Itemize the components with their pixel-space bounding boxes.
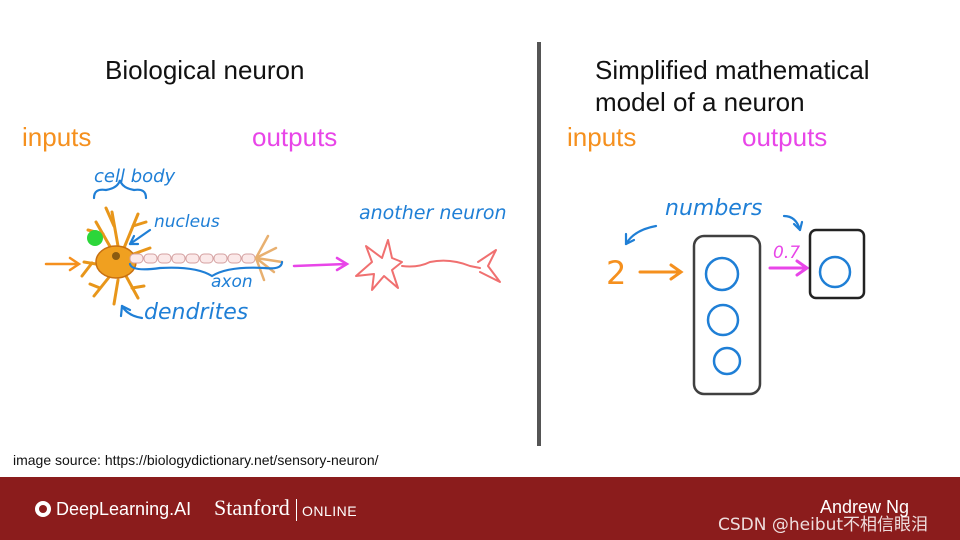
input-value: 2	[606, 254, 627, 292]
cell-body-shape	[95, 245, 137, 279]
deeplearning-logo-icon	[35, 501, 51, 517]
numbers-left-arrow	[624, 224, 658, 246]
right-inputs-label: inputs	[567, 122, 637, 152]
neuron-unit-1	[704, 256, 740, 292]
math-output-arrow	[768, 259, 810, 277]
presenter-name: Andrew Ng	[820, 497, 910, 517]
cell-body-brace	[92, 179, 148, 200]
bio-input-arrow	[44, 256, 82, 272]
numbers-annotation: numbers	[665, 196, 763, 221]
axon-shape	[129, 253, 256, 264]
image-source-caption: image source: https://biologydictionary.…	[13, 452, 379, 468]
biological-neuron-title: Biological neuron	[105, 55, 305, 85]
online-brand: ONLINE	[302, 503, 358, 519]
nucleus-shape	[87, 230, 103, 246]
another-neuron-shape	[355, 239, 501, 291]
csdn-watermark: CSDN @heibut不相信眼泪	[718, 515, 929, 535]
neuron-unit-2	[706, 303, 740, 337]
neuron-unit-3	[712, 346, 742, 376]
right-outputs-label: outputs	[742, 122, 828, 152]
footer-bar: DeepLearning.AI Stanford ONLINE Andrew N…	[0, 477, 960, 540]
brand-separator	[296, 499, 297, 521]
nucleus-annotation: nucleus	[154, 212, 220, 232]
output-value: 0.7	[773, 243, 801, 263]
output-neuron-box	[808, 228, 866, 300]
another-neuron-annotation: another neuron	[359, 202, 507, 224]
left-outputs-label: outputs	[252, 122, 338, 152]
deeplearning-brand: DeepLearning.AI	[56, 499, 192, 519]
math-model-title-line2: model of a neuron	[595, 87, 805, 117]
layer-box	[692, 234, 762, 396]
axon-brace	[128, 260, 284, 278]
math-input-arrow	[638, 263, 684, 281]
math-model-title-line1: Simplified mathematical	[595, 55, 870, 85]
left-inputs-label: inputs	[22, 122, 92, 152]
nucleus-arrow	[128, 228, 152, 246]
output-neuron-unit	[818, 255, 852, 289]
stanford-brand: Stanford	[214, 495, 290, 520]
section-divider	[537, 42, 541, 446]
dendrites-annotation: dendrites	[144, 300, 249, 325]
axon-annotation: axon	[211, 272, 253, 292]
cell-body-annotation: cell body	[94, 166, 176, 187]
bio-output-arrow	[292, 256, 350, 272]
